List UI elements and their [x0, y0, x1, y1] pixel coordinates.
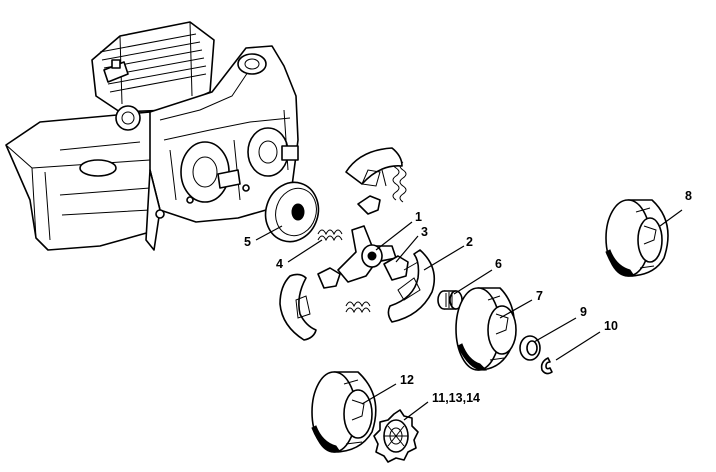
callout-3: 3 [421, 225, 428, 239]
leader-9 [533, 317, 577, 343]
left-shoe-clip [317, 267, 341, 289]
leader-8 [659, 209, 683, 227]
part-3-shoe [383, 255, 409, 281]
callout-8: 8 [685, 189, 692, 203]
part-4-spring [317, 229, 343, 242]
part-1-clutch-carrier [337, 225, 397, 283]
leader-7 [499, 299, 533, 319]
leader-6 [453, 269, 493, 295]
callout-10: 10 [604, 319, 618, 333]
leader-2 [423, 245, 465, 271]
callout-9: 9 [580, 305, 587, 319]
callout-11-13-14: 11,13,14 [432, 391, 480, 405]
upper-clutch-shoe [345, 147, 403, 187]
part-5-disc [264, 181, 320, 243]
part-11-13-14-sprocket [373, 409, 419, 463]
part-2-shoe [387, 249, 436, 323]
part-8-rim-drum [605, 199, 669, 277]
callout-12: 12 [400, 373, 414, 387]
part-6-bearing [437, 290, 463, 310]
leader-12 [361, 383, 397, 405]
callout-1: 1 [415, 210, 422, 224]
callout-5: 5 [244, 235, 251, 249]
leader-11-13-14 [403, 401, 429, 421]
lower-spring [345, 301, 371, 314]
callout-6: 6 [495, 257, 502, 271]
leader-lines [255, 209, 683, 421]
leader-5 [255, 225, 283, 241]
callout-7: 7 [536, 289, 543, 303]
part-12-drum [311, 371, 377, 453]
left-clutch-shoe [279, 273, 317, 341]
leader-4 [287, 239, 323, 263]
upper-shoe-clip [357, 195, 381, 215]
leader-3 [395, 235, 419, 263]
callout-labels: 1 2 3 4 5 6 7 8 9 10 11,13,14 12 [244, 189, 692, 405]
part-10-e-clip [540, 357, 553, 375]
leader-10 [555, 331, 601, 361]
part-7-clutch-drum [455, 287, 517, 371]
upper-spring [392, 159, 407, 203]
callout-4: 4 [276, 257, 283, 271]
engine-block [5, 21, 299, 251]
leader-1 [375, 221, 413, 251]
callout-2: 2 [466, 235, 473, 249]
